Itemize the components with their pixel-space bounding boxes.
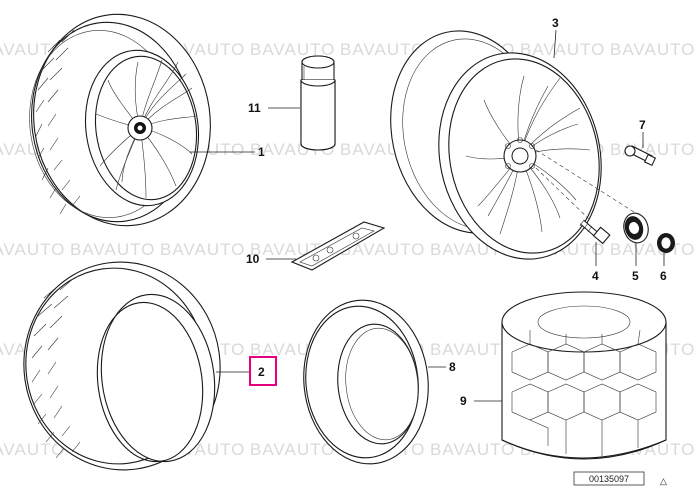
diagram-number: 00135097 bbox=[589, 474, 629, 484]
callout-5: 5 bbox=[632, 269, 639, 283]
valve-illustration bbox=[624, 145, 657, 167]
callout-9: 9 bbox=[460, 394, 467, 408]
callout-4: 4 bbox=[592, 269, 599, 283]
diagram-reference: 00135097 △ bbox=[573, 471, 667, 486]
tyre-band-illustration bbox=[303, 299, 429, 465]
watermark-text: BAVAUTO bbox=[520, 40, 605, 59]
watermark-text: BAVAUTO bbox=[610, 40, 695, 59]
snow-chain-tyre-illustration bbox=[501, 291, 667, 460]
callout-11: 11 bbox=[248, 101, 261, 115]
watermark-text: BAVAUTO bbox=[610, 140, 695, 159]
hub-cap-illustration bbox=[623, 212, 649, 244]
watermark-text: BAVAUTO bbox=[70, 240, 155, 259]
watermark-text: BAVAUTO bbox=[250, 40, 335, 59]
callout-2: 2 bbox=[258, 365, 265, 379]
emblem-illustration bbox=[657, 233, 675, 253]
callout-10: 10 bbox=[246, 252, 260, 266]
watermark-text: BAVAUTO bbox=[340, 40, 425, 59]
watermark-text: BAVAUTO bbox=[430, 340, 515, 359]
watermark-text: BAVAUTO bbox=[0, 40, 65, 59]
watermark-text: BAVAUTO bbox=[610, 240, 695, 259]
wheel-bolt-illustration bbox=[579, 219, 611, 245]
rim-illustration bbox=[390, 30, 635, 260]
callout-6: 6 bbox=[660, 269, 667, 283]
label-sticker-illustration bbox=[290, 221, 386, 271]
corner-triangle-icon: △ bbox=[660, 476, 667, 486]
wheel-assembly-illustration bbox=[29, 13, 211, 227]
tyre-illustration bbox=[23, 261, 221, 471]
watermark-text: BAVAUTO bbox=[160, 240, 245, 259]
callout-2-highlight-box[interactable] bbox=[249, 356, 277, 386]
watermark-text: BAVAUTO bbox=[250, 440, 335, 459]
callout-1: 1 bbox=[258, 145, 265, 159]
watermark-text: BAVAUTO bbox=[340, 240, 425, 259]
callout-layer: 1 2 3 4 5 6 7 8 9 10 11 bbox=[246, 16, 667, 408]
watermark-text: BAVAUTO bbox=[0, 240, 65, 259]
callout-7: 7 bbox=[639, 118, 646, 132]
leader-lines bbox=[190, 29, 665, 402]
watermark-text: BAVAUTO bbox=[430, 440, 515, 459]
callout-8: 8 bbox=[449, 360, 456, 374]
callout-3: 3 bbox=[552, 16, 559, 30]
watermark-text: BAVAUTO bbox=[0, 440, 65, 459]
spray-can-illustration bbox=[300, 55, 336, 151]
